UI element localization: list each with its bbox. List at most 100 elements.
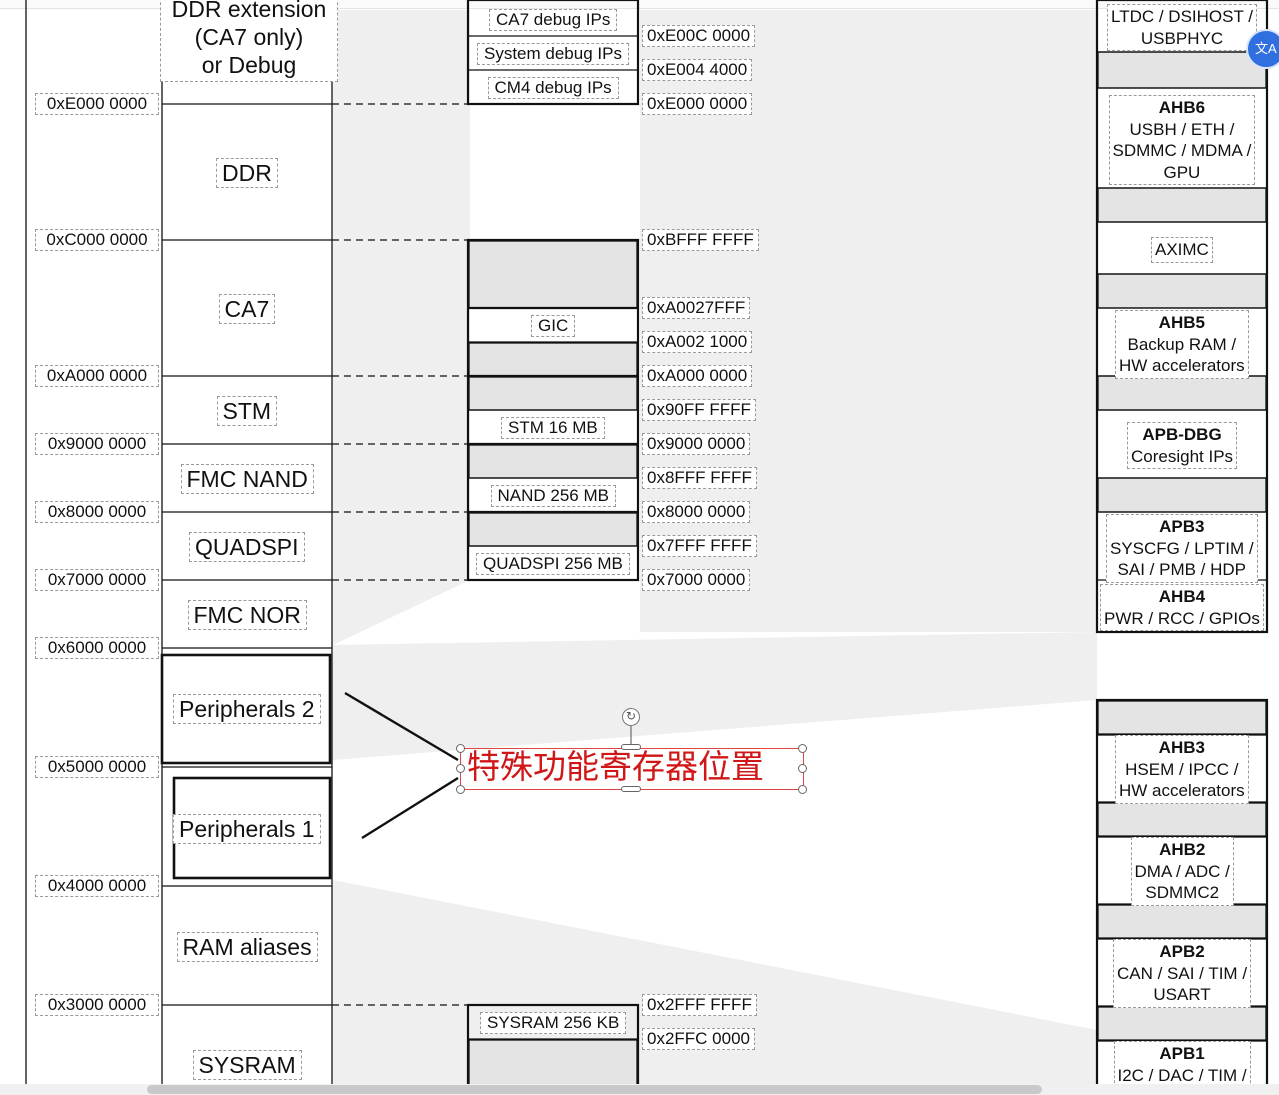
resize-handle[interactable]	[621, 744, 641, 750]
bus-stack-lower	[1095, 698, 1269, 1095]
start-address-label: 0xA000 0000	[35, 365, 159, 387]
sysram-stack	[466, 1003, 640, 1095]
bus-peripherals: HW accelerators	[1119, 356, 1245, 375]
bus-name: AHB3	[1158, 738, 1205, 757]
detail-block-label: STM 16 MB	[501, 417, 605, 439]
boundary-address-label: 0xA002 1000	[642, 331, 753, 353]
bus-peripherals: Backup RAM /	[1127, 334, 1237, 354]
gray-fill	[468, 342, 638, 377]
region-label: STM	[216, 396, 278, 427]
gray-fill	[468, 240, 638, 309]
boundary-address-label: 0x2FFF FFFF	[642, 994, 757, 1016]
gray-fill	[1097, 51, 1267, 89]
detail-block-label: GIC	[531, 315, 576, 337]
detail-block-label: CM4 debug IPs	[487, 77, 619, 99]
region-label-line: (CA7 only)	[194, 24, 304, 50]
gray-fill	[1097, 273, 1267, 309]
detail-block-label: SYSRAM 256 KB	[480, 1012, 627, 1034]
region-label: DDR	[216, 158, 278, 189]
region-label-line: or Debug	[201, 52, 297, 78]
resize-handle[interactable]	[798, 764, 807, 773]
gray-fill	[468, 376, 638, 411]
gray-fill	[1097, 187, 1267, 223]
bus-stack-upper	[1095, 0, 1269, 634]
bus-block-label: LTDC / DSIHOST / USBPHYC	[1107, 4, 1258, 51]
gray-fill	[1097, 477, 1267, 513]
region-label: Peripherals 1	[173, 814, 321, 845]
bus-block-label: AXIMC	[1151, 237, 1213, 263]
bus-name: APB1	[1159, 1044, 1205, 1063]
bus-peripherals: AXIMC	[1155, 240, 1209, 259]
gray-fill	[1097, 375, 1267, 411]
gray-fill	[468, 512, 638, 547]
bus-peripherals: SDMMC / MDMA /	[1112, 141, 1252, 160]
bus-name: AHB2	[1159, 840, 1206, 859]
gray-fill	[1097, 700, 1267, 736]
boundary-address-label: 0x2FFC 0000	[642, 1028, 755, 1050]
region-label: QUADSPI	[189, 532, 305, 563]
annotation-text: 特殊功能寄存器位置	[467, 747, 764, 786]
bus-name: APB2	[1159, 942, 1205, 961]
resize-handle[interactable]	[798, 744, 807, 753]
start-address-label: 0xE000 0000	[35, 93, 159, 115]
bus-peripherals: CAN / SAI / TIM /	[1117, 963, 1248, 983]
bus-peripherals: SYSCFG / LPTIM /	[1110, 538, 1254, 558]
horizontal-scrollbar-thumb[interactable]	[147, 1085, 1042, 1094]
region-label-ddr-extension: DDR extension(CA7 only)or Debug	[160, 0, 338, 82]
rotate-handle-icon[interactable]: ↻	[622, 708, 640, 726]
bus-peripherals: SAI / PMB / HDP	[1117, 560, 1247, 579]
start-address-label: 0x4000 0000	[35, 875, 159, 897]
start-address-label: 0x7000 0000	[35, 569, 159, 591]
gray-fill	[1097, 802, 1267, 838]
resize-handle[interactable]	[798, 785, 807, 794]
zoom-band-lower	[333, 880, 1097, 1084]
bus-name: AHB4	[1158, 587, 1206, 606]
bus-peripherals: PWR / RCC / GPIOs	[1104, 608, 1260, 628]
boundary-address-label: 0xE00C 0000	[642, 25, 756, 47]
boundary-address-label: 0x7FFF FFFF	[642, 535, 757, 557]
bus-peripherals: GPU	[1163, 162, 1201, 182]
zoom-band-wedge	[333, 632, 1097, 760]
boundary-address-label: 0x8FFF FFFF	[642, 467, 757, 489]
annotation-textbox[interactable]: 特殊功能寄存器位置	[460, 748, 804, 790]
gray-fill	[1097, 1006, 1267, 1042]
translate-icon[interactable]: 文A	[1246, 29, 1279, 69]
start-address-label: 0x6000 0000	[35, 637, 159, 659]
boundary-address-label: 0xE000 0000	[642, 93, 753, 115]
zoom-band-upper	[333, 10, 470, 645]
gray-fill	[1097, 904, 1267, 940]
boundary-address-label: 0xBFFF FFFF	[642, 229, 759, 251]
region-label: CA7	[218, 294, 276, 325]
bus-peripherals: DMA / ADC /	[1134, 861, 1230, 881]
boundary-address-label: 0x90FF FFFF	[642, 399, 756, 421]
bus-peripherals: HSEM / IPCC /	[1125, 759, 1239, 779]
top-toolbar-edge	[0, 0, 1279, 9]
region-label-line: DDR extension	[171, 0, 327, 22]
bus-peripherals: HW accelerators	[1119, 781, 1245, 800]
resize-handle[interactable]	[456, 764, 465, 773]
zoom-band-top	[640, 10, 1097, 60]
callout-line	[344, 691, 459, 762]
bus-peripherals: USBPHYC	[1140, 28, 1224, 48]
bus-peripherals: USBH / ETH /	[1129, 119, 1235, 139]
detail-block-label: System debug IPs	[477, 43, 629, 65]
bus-peripherals: I2C / DAC / TIM /	[1117, 1065, 1247, 1085]
boundary-address-label: 0x8000 0000	[642, 501, 751, 523]
resize-handle[interactable]	[456, 744, 465, 753]
boundary-address-label: 0xA0027FFF	[642, 297, 751, 319]
boundary-address-label: 0xA000 0000	[642, 365, 753, 387]
start-address-label: 0x8000 0000	[35, 501, 159, 523]
bus-name: APB3	[1159, 517, 1205, 536]
start-address-label: 0x3000 0000	[35, 994, 159, 1016]
bus-peripherals: LTDC / DSIHOST /	[1111, 7, 1254, 26]
detail-block-label: NAND 256 MB	[490, 485, 616, 507]
resize-handle[interactable]	[456, 785, 465, 794]
resize-handle[interactable]	[621, 786, 641, 792]
